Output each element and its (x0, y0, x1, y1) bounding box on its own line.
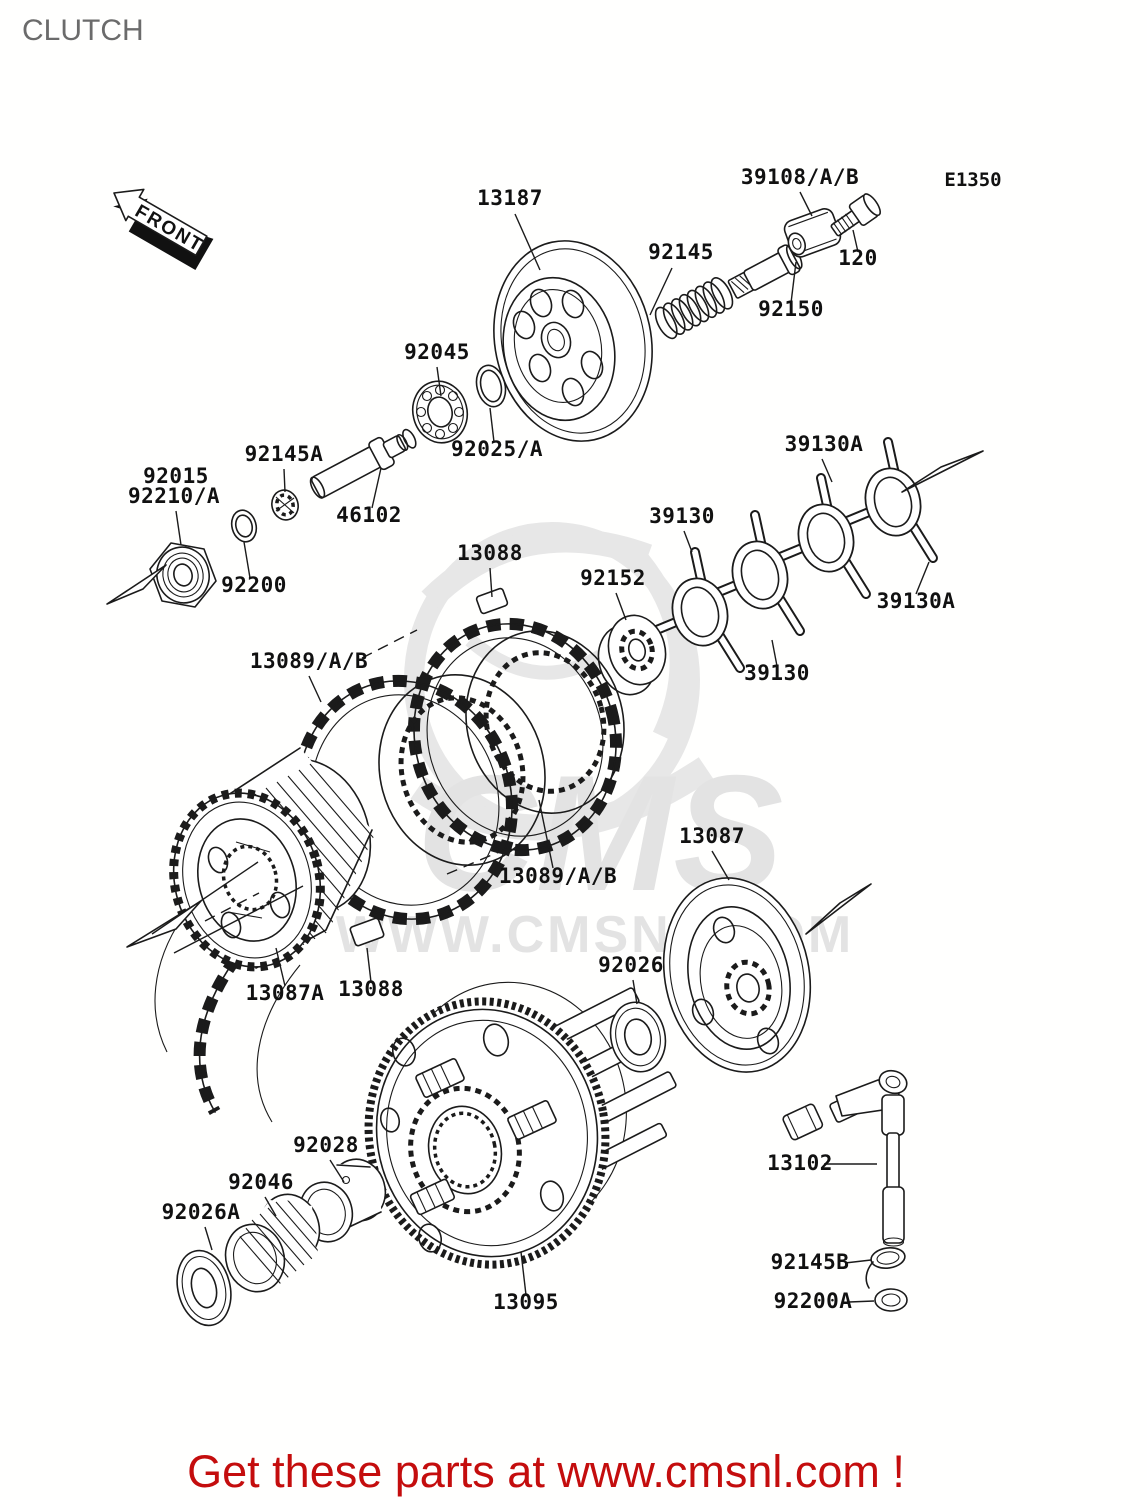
page-title: CLUTCH (22, 14, 144, 47)
label-13095: 13095 (493, 1290, 559, 1314)
label-46102: 46102 (336, 503, 402, 527)
label-13088-bottom: 13088 (338, 977, 404, 1001)
axis-arrow-release-plate (805, 883, 872, 935)
label-92026A: 92026A (162, 1200, 241, 1224)
part-13088-tab-bottom (349, 917, 385, 947)
label-92145: 92145 (648, 240, 714, 264)
label-92025: 92025/A (451, 437, 543, 461)
label-13089-top: 13089/A/B (250, 649, 368, 673)
label-92210: 92210/A (128, 484, 220, 508)
label-92200A: 92200A (774, 1289, 853, 1313)
part-46102-pusher-shaft (309, 428, 417, 499)
part-92200-washer (230, 509, 258, 543)
part-13088-steel-plate-mid (378, 674, 546, 866)
label-39108: 39108/A/B (741, 165, 859, 189)
part-92152-sleeve (597, 614, 667, 696)
label-39130-top: 39130 (649, 504, 715, 528)
part-92150-rod (727, 244, 803, 299)
part-13087-release-plate (662, 877, 812, 1073)
label-39130-bottom: 39130 (744, 661, 810, 685)
axis-arrow-top-right (901, 450, 984, 493)
label-92150: 92150 (758, 297, 824, 321)
part-92026A-washer (176, 1249, 232, 1327)
part-labels: 13187 39108/A/B 92145 92150 120 39130A 9… (128, 165, 955, 1314)
part-92028-bushing (298, 1158, 387, 1243)
part-92145-clutch-spring (654, 277, 734, 340)
part-92045-bearing (411, 380, 469, 444)
label-13089-right: 13089/A/B (499, 864, 617, 888)
front-direction-sign: FRONT (113, 188, 214, 271)
label-39130A-bottom: 39130A (877, 589, 956, 613)
hub-leader-line-1 (151, 861, 259, 935)
label-92200: 92200 (221, 573, 287, 597)
part-39108-bushing (783, 207, 842, 258)
part-92025-ring (475, 364, 507, 408)
label-92145B: 92145B (771, 1250, 850, 1274)
label-13102: 13102 (767, 1151, 833, 1175)
part-120-bolt (830, 193, 882, 237)
diagram-code: E1350 (944, 169, 1001, 191)
label-13087: 13087 (679, 824, 745, 848)
leader-lines (175, 191, 930, 1303)
part-92145B-spring-clip (865, 1247, 906, 1289)
label-13088-top: 13088 (457, 541, 523, 565)
part-13187-spring-plate (493, 240, 653, 442)
part-13087A-clutch-hub (169, 744, 376, 972)
label-92028: 92028 (293, 1133, 359, 1157)
label-92152: 92152 (580, 566, 646, 590)
label-13187: 13187 (477, 186, 543, 210)
part-13089-friction-plate-back (408, 617, 622, 857)
part-92200A-washer (874, 1288, 908, 1312)
label-39130A-top: 39130A (785, 432, 864, 456)
part-92046-needle-bearing (224, 1193, 321, 1293)
part-13095-clutch-housing (364, 981, 677, 1269)
label-120: 120 (838, 246, 877, 270)
part-92015-nut (106, 542, 217, 608)
label-92026: 92026 (598, 953, 664, 977)
label-92015: 92015 (143, 464, 209, 488)
part-92145A-spring (271, 489, 299, 521)
part-13088-tab-top (475, 587, 509, 615)
cmsnl-banner-text: Get these parts at www.cmsnl.com ! (187, 1446, 905, 1497)
label-13087A: 13087A (246, 981, 325, 1005)
part-13102-release-shaft (782, 1069, 908, 1247)
part-92026-washer (609, 1001, 667, 1073)
label-92145A: 92145A (245, 442, 324, 466)
hub-leader-line-2 (173, 885, 304, 954)
label-92045: 92045 (404, 340, 470, 364)
label-92046: 92046 (228, 1170, 294, 1194)
axis-arrow-nut (106, 564, 167, 605)
assembly-axis-dashes (204, 629, 507, 922)
